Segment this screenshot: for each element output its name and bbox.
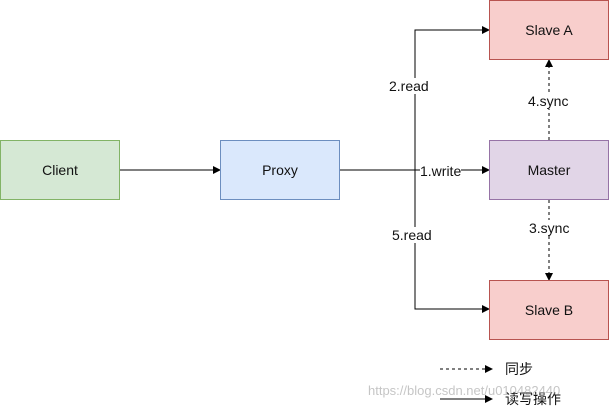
edge-proxy-slave-b	[414, 170, 490, 313]
node-slave-a: Slave A	[489, 0, 609, 60]
legend-sync-text: 同步	[505, 361, 533, 377]
node-master: Master	[489, 140, 609, 200]
node-slave-b-label: Slave B	[524, 302, 574, 318]
node-proxy: Proxy	[220, 140, 340, 200]
watermark: https://blog.csdn.net/u010482440	[368, 383, 561, 398]
node-slave-a-label: Slave A	[525, 22, 573, 38]
node-client-label: Client	[42, 162, 78, 178]
edge-label-read-b: 5.read	[392, 227, 432, 243]
legend-rw-text: 读写操作	[505, 391, 561, 407]
edge-label-sync-a: 4.sync	[528, 93, 569, 109]
edge-label-write: 1.write	[420, 163, 462, 179]
edge-label-sync-b: 3.sync	[529, 220, 570, 236]
node-proxy-label: Proxy	[262, 162, 298, 178]
edge-label-read-a: 2.read	[389, 78, 429, 94]
edge-proxy-slave-a	[414, 26, 490, 170]
node-master-label: Master	[527, 162, 571, 178]
node-slave-b: Slave B	[489, 280, 609, 340]
node-client: Client	[0, 140, 120, 200]
